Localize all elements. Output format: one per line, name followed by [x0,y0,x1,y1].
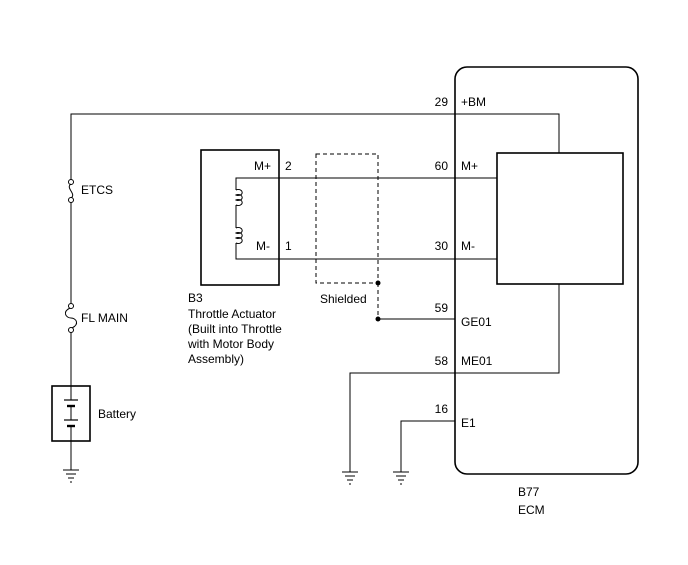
ecm-inner-block [496,152,624,285]
ground-e1-symbol [393,471,409,485]
actuator-box [200,149,280,286]
ecm-name: ECM [518,503,545,517]
shield-outline [315,153,379,284]
ecm-pin-num-me01: 58 [435,354,449,368]
battery-label: Battery [98,407,136,421]
wire-m-minus [235,250,497,260]
ecm-pin-num-e1: 16 [435,402,449,416]
fuse-etcs-symbol [68,179,74,203]
ecm-pin-num-m-minus: 30 [435,239,449,253]
wire-bm [70,113,560,180]
ecm-pin-name-bm: +BM [461,95,486,109]
shield-label: Shielded [320,292,367,306]
fuse-fl-main-label: FL MAIN [81,311,128,325]
ecm-pin-num-bm: 29 [435,95,449,109]
actuator-pin-name-m-plus: M+ [254,159,271,173]
ecm-pin-name-m-plus: M+ [461,159,478,173]
fuse-etcs-label: ETCS [81,183,113,197]
actuator-pin-num-m-minus: 1 [285,239,292,253]
actuator-pin-num-m-plus: 2 [285,159,292,173]
actuator-pin-name-m-minus: M- [256,239,270,253]
shield-splice-top [375,280,381,286]
ecm-box [454,66,639,475]
actuator-name-line-4: Assembly) [188,352,244,366]
ground-me01-symbol [342,471,358,485]
actuator-code: B3 [188,291,203,305]
ecm-pin-name-me01: ME01 [461,354,493,368]
wire-e1 [400,420,455,472]
motor-coil-symbol [234,185,243,250]
battery-symbol [64,386,78,441]
ecm-code: B77 [518,485,540,499]
actuator-name-line-3: with Motor Body [187,337,274,351]
ecm-pin-name-m-minus: M- [461,239,475,253]
actuator-name-line-2: (Built into Throttle [188,322,282,336]
ecm-pin-num-m-plus: 60 [435,159,449,173]
wire-me01 [349,284,560,472]
ground-battery-symbol [63,469,79,483]
ecm-pin-name-e1: E1 [461,416,476,430]
actuator-name-line-1: Throttle Actuator [188,307,276,321]
ecm-pin-name-ge01: GE01 [461,315,492,329]
fuse-fl-main-symbol [64,303,78,333]
wire-m-plus [235,177,497,185]
ecm-pin-num-ge01: 59 [435,301,449,315]
